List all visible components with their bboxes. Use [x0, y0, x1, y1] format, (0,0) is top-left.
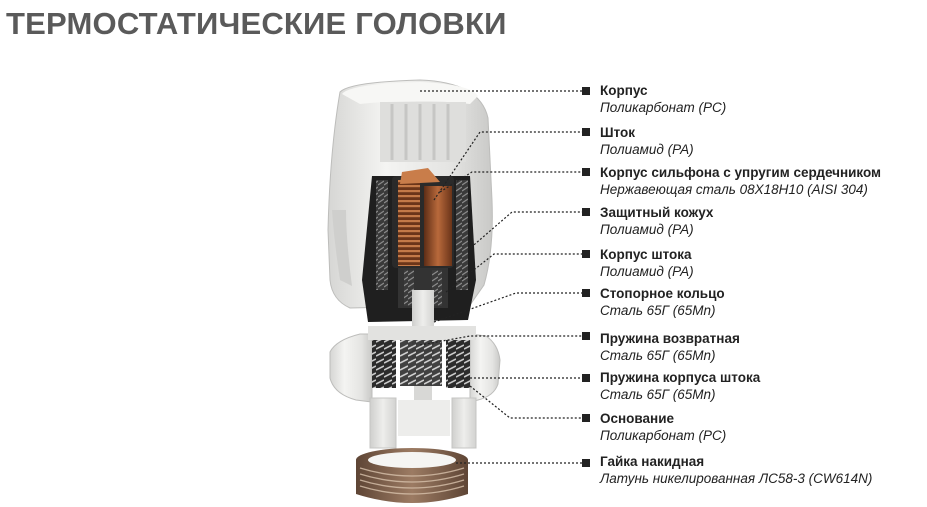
callout-stem-housing: Корпус штока Полиамид (PA): [600, 246, 920, 280]
callout-material: Полиамид (PA): [600, 222, 694, 237]
base-legs: [369, 397, 477, 449]
internal-mechanism: [362, 168, 476, 360]
callout-material: Сталь 65Г (65Mn): [600, 348, 716, 363]
base-collar: [329, 326, 501, 403]
callout-name: Пружина корпуса штока: [600, 370, 761, 385]
leader-return-spring: [419, 335, 586, 346]
callout-retaining-ring: Стопорное кольцо Сталь 65Г (65Mn): [600, 285, 920, 319]
callout-name: Корпус штока: [600, 247, 692, 262]
callout-stem: Шток Полиамид (PA): [600, 124, 920, 158]
leader-stem-housing: [445, 253, 586, 293]
callout-material: Поликарбонат (PC): [600, 100, 727, 115]
callout-name: Стопорное кольцо: [600, 286, 725, 301]
callout-material: Нержавеющая сталь 08Х18Н10 (AISI 304): [600, 182, 868, 197]
leader-bellows: [439, 171, 586, 193]
leader-retaining-ring: [433, 292, 586, 323]
callout-name: Шток: [600, 125, 636, 140]
callout-material: Сталь 65Г (65Mn): [600, 387, 716, 402]
callout-material: Полиамид (PA): [600, 264, 694, 279]
callout-union-nut: Гайка накидная Латунь никелированная ЛС5…: [600, 453, 920, 487]
union-nut: [356, 448, 468, 503]
callout-material: Полиамид (PA): [600, 142, 694, 157]
callout-name: Корпус сильфона с упругим сердечником: [600, 165, 882, 180]
leader-markers: [582, 87, 590, 467]
callout-material: Поликарбонат (PC): [600, 428, 727, 443]
callout-name: Основание: [600, 411, 674, 426]
leader-base: [469, 385, 586, 419]
callout-base: Основание Поликарбонат (PC): [600, 410, 920, 444]
page-title: ТЕРМОСТАТИЧЕСКИЕ ГОЛОВКИ: [6, 6, 507, 41]
callout-housing: Корпус Поликарбонат (PC): [600, 82, 920, 116]
leader-stem: [433, 131, 586, 201]
callout-protective-cover: Защитный кожух Полиамид (PA): [600, 204, 920, 238]
callout-material: Латунь никелированная ЛС58-3 (CW614N): [600, 471, 873, 486]
callout-name: Защитный кожух: [600, 205, 714, 220]
callout-return-spring: Пружина возвратная Сталь 65Г (65Mn): [600, 330, 920, 364]
callout-name: Гайка накидная: [600, 454, 705, 469]
leader-lines: [419, 90, 586, 464]
callout-name: Пружина возвратная: [600, 331, 740, 346]
callout-material: Сталь 65Г (65Mn): [600, 303, 716, 318]
callout-name: Корпус: [600, 83, 648, 98]
callout-stem-housing-spring: Пружина корпуса штока Сталь 65Г (65Mn): [600, 369, 920, 403]
callout-bellows-housing: Корпус сильфона с упругим сердечником Не…: [600, 164, 920, 198]
